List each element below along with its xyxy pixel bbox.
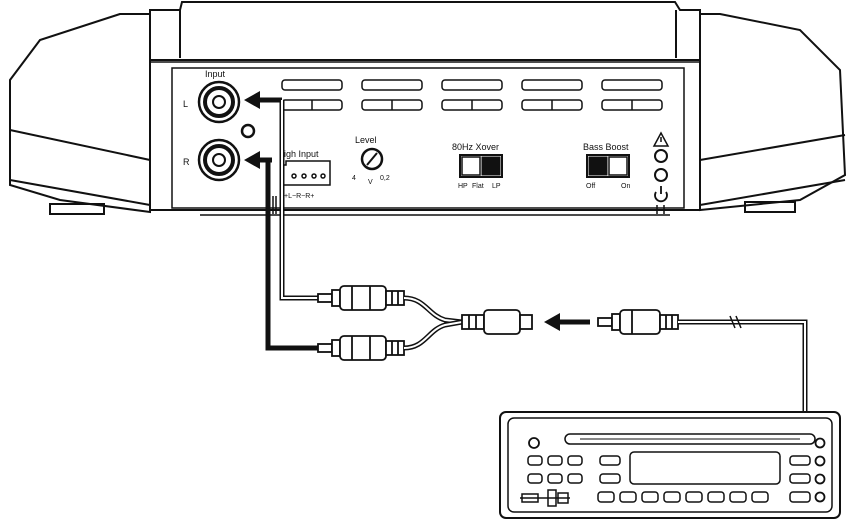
led-indicator: [240, 123, 256, 139]
warning-triangle-icon: [652, 131, 670, 147]
bass-boost-switch[interactable]: [586, 154, 630, 178]
amp-front-panel: [149, 59, 701, 211]
xover-position-hp: HP: [458, 183, 468, 190]
high-input-label: igh Input: [284, 149, 319, 159]
left-button-grid[interactable]: [527, 455, 583, 484]
preset-buttons[interactable]: [597, 491, 811, 503]
amp-foot-right: [744, 201, 796, 213]
protect-led: [654, 149, 668, 163]
input-label: Input: [205, 69, 226, 79]
display-window: [629, 451, 781, 485]
amp-top-lid: [149, 1, 701, 61]
amplifier: [9, 1, 847, 216]
cable-break-mark: [729, 315, 742, 329]
rca-plug-left: [317, 285, 405, 311]
volume-knob[interactable]: [528, 437, 540, 449]
high-input-terminals-label: +L−R−R+: [284, 193, 314, 200]
source-rca-plug: [597, 309, 679, 335]
rca-input-right[interactable]: [197, 138, 241, 182]
bass-boost-on-label: On: [621, 183, 630, 190]
speaker-terminal-marks: [272, 196, 665, 214]
level-max-label: 0,2: [380, 175, 390, 182]
vent-column-2: [361, 79, 423, 111]
display-side-buttons[interactable]: [599, 455, 811, 484]
level-min-label: 4: [352, 175, 356, 182]
vent-column-5: [601, 79, 663, 111]
rca-cables: [265, 100, 808, 412]
head-unit: [499, 411, 841, 519]
level-knob[interactable]: [360, 147, 384, 171]
xover-label: 80Hz Xover: [452, 142, 499, 152]
y-adapter-jack: [461, 309, 533, 335]
rca-input-left[interactable]: [197, 80, 241, 124]
bass-boost-label: Bass Boost: [583, 142, 629, 152]
right-button-1[interactable]: [814, 455, 826, 467]
amp-foot-left: [49, 203, 105, 215]
amp-right-endcap: [699, 13, 847, 212]
amp-left-endcap: [9, 13, 151, 214]
balance-slider[interactable]: [520, 489, 570, 507]
cd-slot: [564, 433, 816, 445]
rca-plug-right: [317, 335, 405, 361]
power-icon: [654, 186, 668, 203]
right-channel-label: R: [183, 157, 190, 167]
source-cable: [678, 319, 808, 412]
vent-slots: [281, 79, 663, 111]
level-unit-label: V: [368, 179, 373, 186]
right-button-2[interactable]: [814, 473, 826, 485]
xover-position-lp: LP: [492, 183, 501, 190]
eject-button[interactable]: [814, 437, 826, 449]
right-button-3[interactable]: [814, 491, 826, 503]
xover-switch[interactable]: [459, 154, 503, 178]
xover-position-flat: Flat: [472, 183, 484, 190]
level-label: Level: [355, 135, 377, 145]
vent-column-3: [441, 79, 503, 111]
vent-column-4: [521, 79, 583, 111]
bass-boost-off-label: Off: [586, 183, 595, 190]
power-led: [654, 168, 668, 182]
left-channel-label: L: [183, 99, 188, 109]
